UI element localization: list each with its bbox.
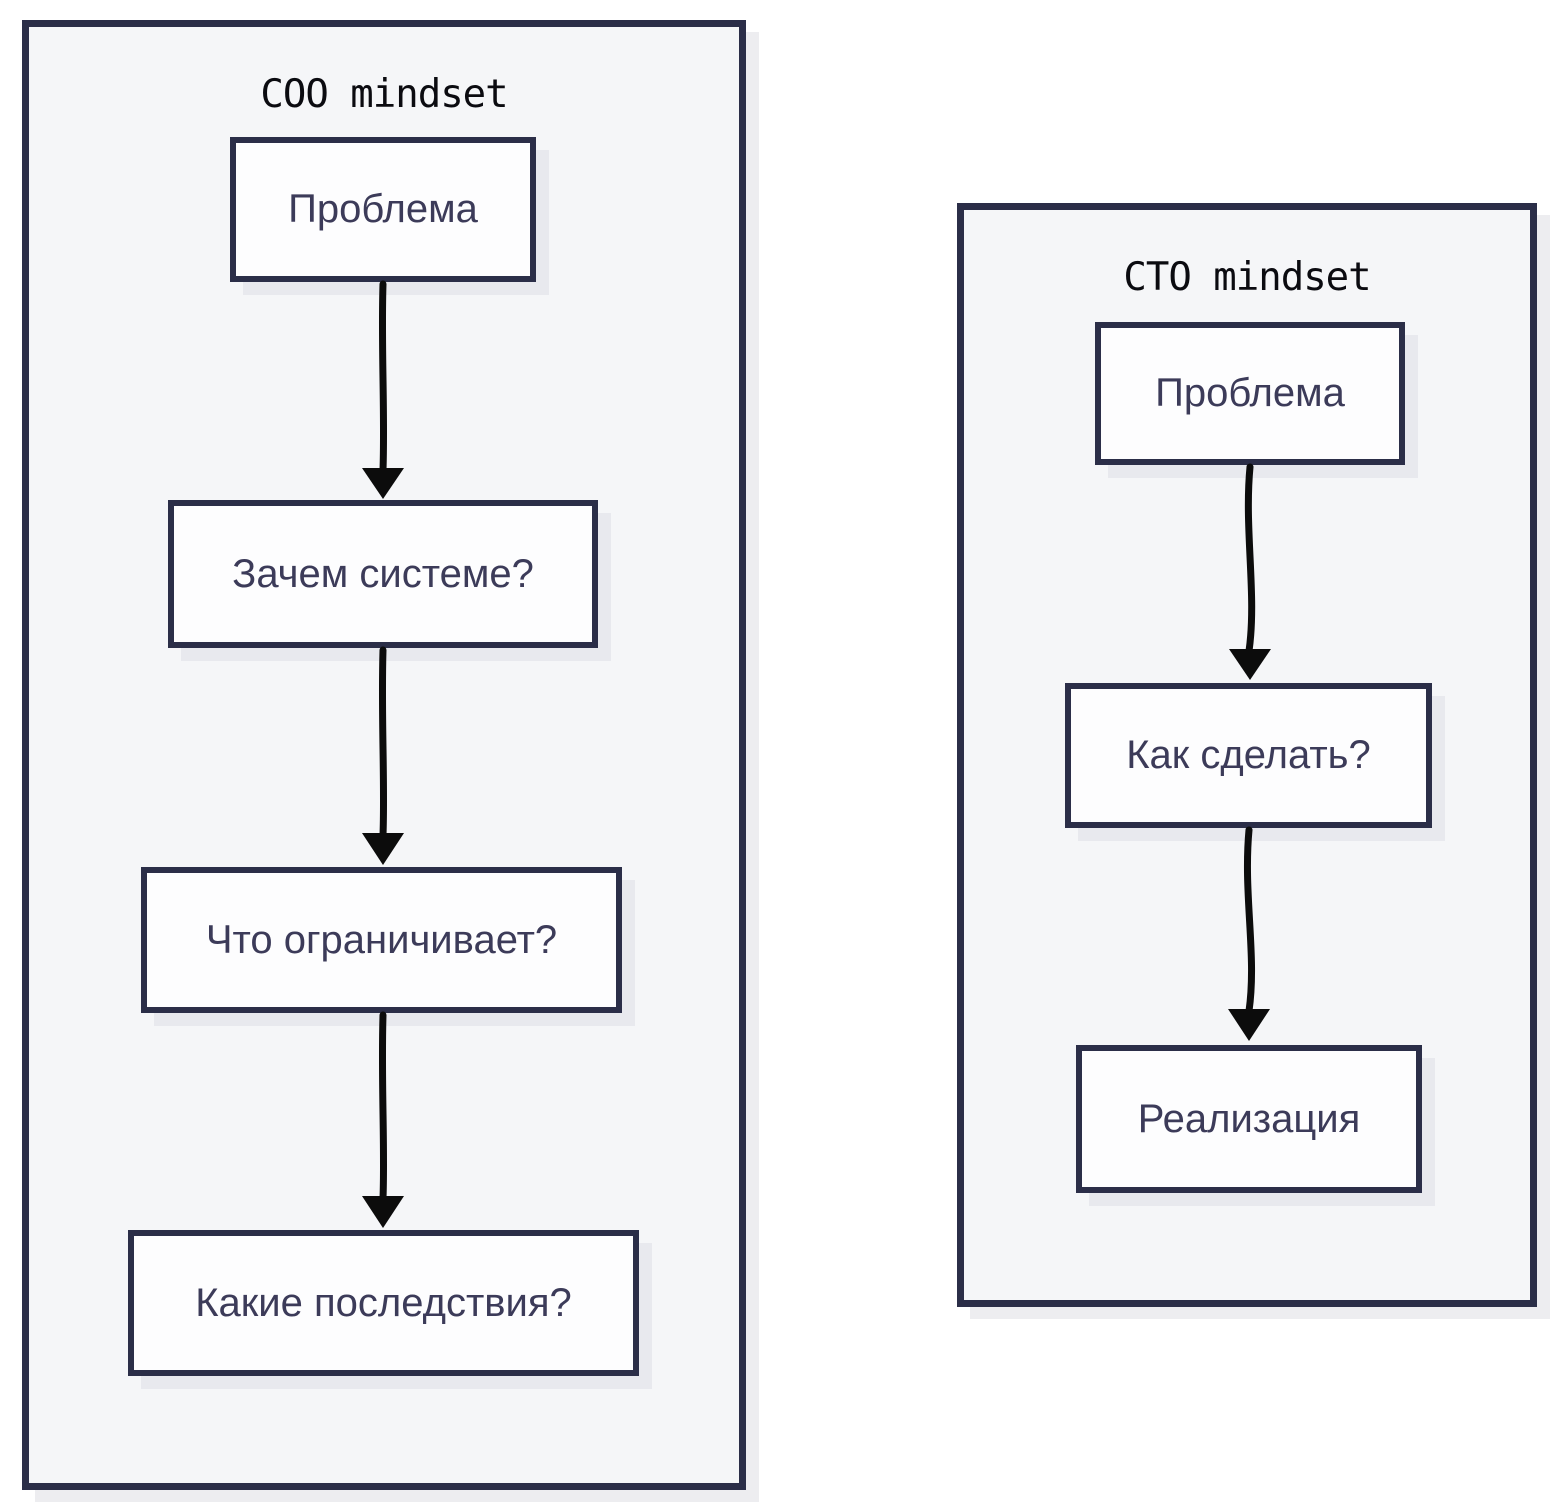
box-coo-what-limits: Что ограничивает? [141, 867, 622, 1013]
down-arrow-icon [362, 646, 404, 865]
down-arrow-icon [1228, 826, 1270, 1041]
box-coo-consequences: Какие последствия? [128, 1230, 639, 1376]
panel-cto-mindset: CTO mindset Проблема Как сделать? Реализ… [957, 203, 1537, 1307]
panel-coo-mindset: COO mindset Проблема Зачем системе? Что … [22, 20, 746, 1490]
box-coo-consequences-label: Какие последствия? [195, 1280, 572, 1325]
box-cto-implementation-label: Реализация [1137, 1096, 1361, 1141]
down-arrow-icon [362, 1011, 404, 1228]
box-coo-what-limits-label: Что ограничивает? [205, 917, 558, 962]
down-arrow-icon [1229, 463, 1271, 680]
panel-title-cto: CTO mindset [1123, 255, 1371, 301]
box-cto-how-to-do: Как сделать? [1065, 683, 1432, 828]
down-arrow-icon [362, 280, 404, 499]
box-cto-how-to-do-label: Как сделать? [1126, 733, 1371, 777]
box-cto-implementation: Реализация [1076, 1045, 1422, 1193]
box-cto-problem: Проблема [1095, 322, 1405, 465]
box-cto-problem-label: Проблема [1155, 371, 1345, 415]
box-coo-why-system: Зачем системе? [168, 500, 598, 648]
panel-title-coo: COO mindset [260, 72, 508, 118]
box-coo-problem: Проблема [230, 137, 536, 282]
box-coo-why-system-label: Зачем системе? [232, 551, 534, 596]
box-coo-problem-label: Проблема [288, 187, 478, 231]
